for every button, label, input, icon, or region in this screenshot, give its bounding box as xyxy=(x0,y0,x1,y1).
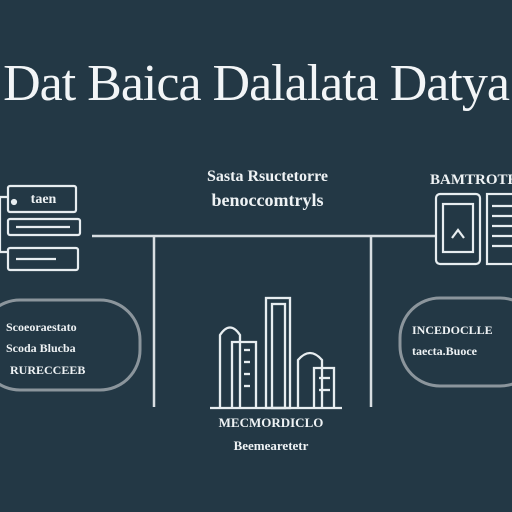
left-pill-label-line1: Scoeoraestato xyxy=(6,320,77,334)
left-pill-label-line3: RURECCEEB xyxy=(10,363,86,377)
city-buildings-icon xyxy=(210,296,342,410)
right-pill-label-line2: taecta.Buoce xyxy=(412,344,477,358)
top-center-label-line2: benoccomtryls xyxy=(211,190,324,210)
bottom-label-line1: MECMORDICLO xyxy=(218,415,324,430)
tablet-icon xyxy=(434,192,482,266)
left-pill-label-line2: Scoda Blucba xyxy=(6,341,76,355)
server-stack-icon xyxy=(0,184,82,272)
bottom-label-line2: Beemearetetr xyxy=(233,438,309,453)
right-pill-label-line1: INCEDOCLLE xyxy=(412,323,493,337)
top-center-label-line1: Sasta Rsuctetorre xyxy=(206,168,328,185)
top-right-label: BAMTROTE xyxy=(430,172,512,188)
diagram-title: Dat Baica Dalalata Datya xyxy=(3,55,510,112)
server-box-label: taen xyxy=(30,192,57,207)
document-icon xyxy=(485,192,512,266)
right-pill-outline xyxy=(398,296,512,388)
left-pill-outline xyxy=(0,298,142,392)
